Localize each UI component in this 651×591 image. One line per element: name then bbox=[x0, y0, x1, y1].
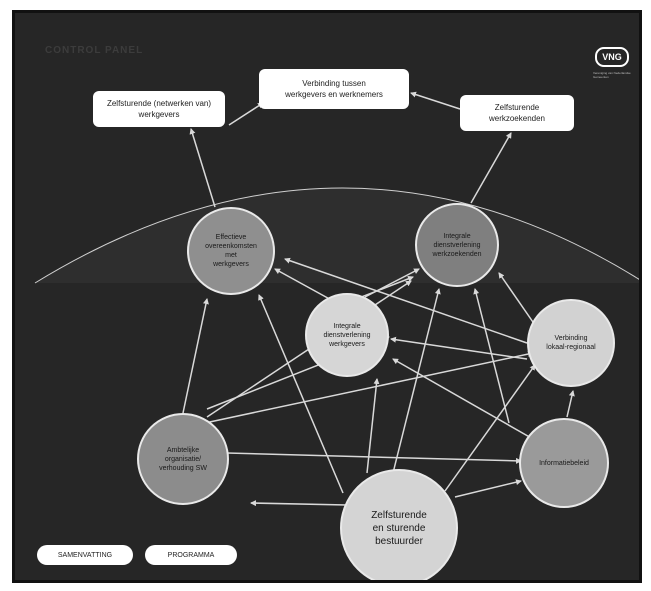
node-informatiebeleid: Informatiebeleid bbox=[519, 418, 609, 508]
arrow-3 bbox=[410, 91, 461, 110]
node-zelfsturende-bestuurder: Zelfsturende en sturende bestuurder bbox=[340, 469, 458, 580]
arrow-12 bbox=[250, 500, 348, 507]
logo-subtitle: Vereniging van Nederlandse Gemeenten bbox=[593, 71, 631, 79]
arrow-11 bbox=[392, 288, 441, 474]
node-effectieve-overeenkomsten: Effectieve overeenkomsten met werkgevers bbox=[187, 207, 275, 295]
outcome-verbinding: Verbinding tussen werkgevers en werkneme… bbox=[259, 69, 409, 109]
arrow-15 bbox=[566, 390, 575, 418]
outcome-zelfsturende-werkzoekenden: Zelfsturende werkzoekenden bbox=[460, 95, 574, 131]
arrow-20 bbox=[473, 288, 510, 424]
arrow-0 bbox=[189, 128, 216, 208]
arrow-13 bbox=[444, 364, 536, 492]
arrow-19 bbox=[498, 272, 536, 326]
arrow-1 bbox=[470, 132, 512, 204]
arrow-7 bbox=[204, 351, 534, 424]
vng-logo: VNG bbox=[595, 47, 629, 67]
samenvatting-button[interactable]: SAMENVATTING bbox=[37, 545, 133, 565]
control-panel: CONTROL PANEL VNG Vereniging van Nederla… bbox=[12, 10, 642, 583]
arrow-9 bbox=[258, 294, 344, 494]
arrow-17 bbox=[284, 257, 528, 344]
arrow-10 bbox=[366, 378, 380, 474]
arrow-18 bbox=[390, 336, 528, 360]
node-verbinding-lokaal-regionaal: Verbinding lokaal-regionaal bbox=[527, 299, 615, 387]
arrows-group bbox=[182, 91, 575, 507]
outcome-zelfsturende-werkgevers: Zelfsturende (netwerken van) werkgevers bbox=[93, 91, 225, 127]
arrow-4 bbox=[182, 298, 209, 414]
dome-outline bbox=[34, 187, 639, 284]
arrow-16 bbox=[392, 358, 534, 440]
node-integrale-werkgevers: Integrale dienstverlening werkgevers bbox=[305, 293, 389, 377]
arrow-8 bbox=[226, 452, 522, 464]
arrow-14 bbox=[454, 479, 522, 498]
arrow-2 bbox=[228, 102, 264, 126]
programma-button[interactable]: PROGRAMMA bbox=[145, 545, 237, 565]
node-ambtelijke-organisatie: Ambtelijke organisatie/ verhouding SW bbox=[137, 413, 229, 505]
control-panel-title: CONTROL PANEL bbox=[45, 45, 144, 56]
node-integrale-werkzoekenden: Integrale dienstverlening werkzoekenden bbox=[415, 203, 499, 287]
